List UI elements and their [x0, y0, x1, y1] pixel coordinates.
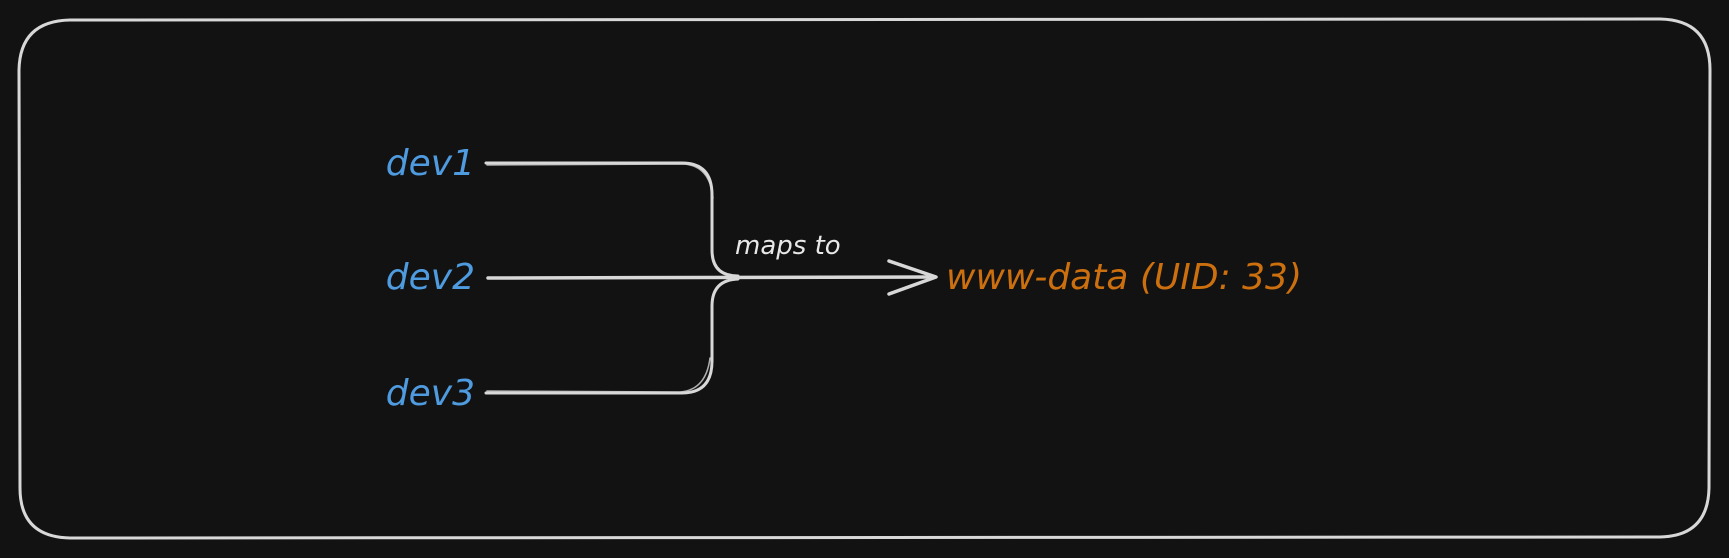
source-label-dev3: dev3	[386, 373, 475, 414]
edge-label: maps to	[735, 231, 841, 261]
arrowhead	[887, 259, 938, 296]
connector-dev2	[486, 275, 937, 280]
connector-dev1	[484, 161, 740, 278]
outer-frame	[17, 17, 1712, 540]
source-label-dev2: dev2	[386, 257, 475, 298]
source-label-dev1: dev1	[386, 143, 475, 184]
target-label: www-data (UID: 33)	[946, 257, 1302, 298]
connector-dev3	[484, 277, 740, 395]
